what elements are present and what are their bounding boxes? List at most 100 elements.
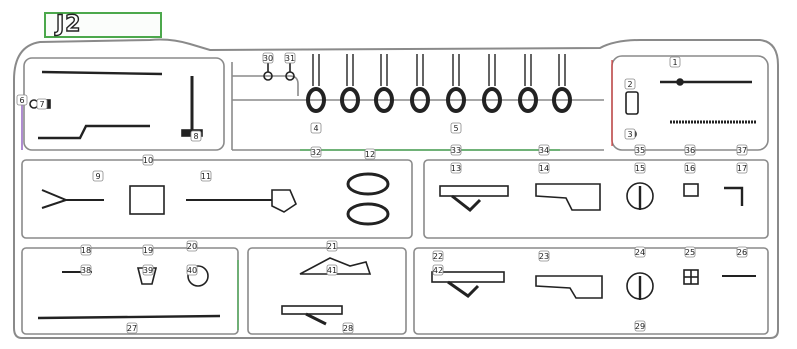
track-link-2-icon	[281, 305, 343, 315]
long-rod-2-icon	[37, 314, 221, 320]
number-tab: 32	[310, 146, 322, 158]
shovel-icon	[271, 189, 297, 213]
number-tab: 8	[190, 130, 202, 142]
number-tab-label: 32	[311, 148, 321, 157]
number-tab-label: 39	[143, 266, 153, 275]
l-bracket-icon	[724, 186, 744, 206]
number-tab: 10	[142, 154, 154, 166]
towing-eye-icon	[346, 202, 390, 226]
number-tab-label: 35	[635, 146, 645, 155]
number-tab: 28	[342, 322, 354, 334]
number-tab: 36	[684, 144, 696, 156]
number-tab: 11	[200, 170, 212, 182]
number-tab: 6	[16, 94, 28, 106]
number-tab: 3	[624, 128, 636, 140]
runner-mid-right	[423, 159, 769, 239]
number-tab: 9	[92, 170, 104, 182]
number-tab: 16	[684, 162, 696, 174]
number-tab: 39	[142, 264, 154, 276]
number-tab-label: 22	[433, 252, 443, 261]
number-tab-label: 16	[685, 164, 695, 173]
runner-mid-left	[21, 159, 413, 239]
bottom-mid-parts	[281, 257, 372, 326]
shackle-icon	[374, 54, 394, 113]
number-tab: 27	[126, 322, 138, 334]
shackle-icon	[518, 54, 538, 113]
number-tab-label: 2	[627, 80, 632, 89]
number-tab-label: 7	[39, 100, 44, 109]
number-tab: 14	[538, 162, 550, 174]
number-tab-label: 36	[685, 146, 695, 155]
number-tab-label: 11	[201, 172, 211, 181]
track-link-3-icon	[431, 271, 505, 283]
top-left-parts	[29, 70, 203, 140]
number-tab-label: 34	[539, 146, 549, 155]
towing-eye-icon	[346, 172, 390, 196]
number-tab-label: 40	[187, 266, 197, 275]
box-icon	[683, 183, 699, 197]
number-tab: 35	[634, 144, 646, 156]
number-tab-label: 10	[143, 156, 153, 165]
track-link-pin-icon	[451, 194, 482, 212]
bracket-3-icon	[535, 275, 603, 299]
runner-bottom-left	[21, 247, 239, 335]
number-tab-label: 24	[635, 248, 645, 257]
number-tab: 31	[284, 52, 296, 64]
hook-rod-icon	[38, 124, 150, 140]
bracket-2-icon	[299, 257, 372, 275]
shackle-icon	[552, 54, 572, 113]
number-tab-label: 30	[263, 54, 273, 63]
number-tab: 17	[736, 162, 748, 174]
shackle-icon	[410, 54, 430, 113]
number-tab-label: 31	[285, 54, 295, 63]
number-tab: 41	[326, 264, 338, 276]
jack-icon	[625, 91, 639, 115]
number-tab: 1	[669, 56, 681, 68]
crate-icon	[129, 185, 165, 215]
number-tab: 13	[450, 162, 462, 174]
shackle-icon	[482, 54, 502, 113]
number-tab: 5	[450, 122, 462, 134]
sprue-tag: J2	[44, 11, 162, 38]
number-tab: 40	[186, 264, 198, 276]
number-tab-label: 15	[635, 164, 645, 173]
number-tab-label: 21	[327, 242, 337, 251]
number-tab-label: 38	[81, 266, 91, 275]
top-right-parts	[625, 78, 756, 139]
number-tab: 24	[634, 246, 646, 258]
number-tab: 29	[634, 320, 646, 332]
tongs-icon	[41, 189, 104, 209]
number-tab: 37	[736, 144, 748, 156]
runner-strip-notch	[232, 75, 299, 96]
number-tab: 7	[36, 98, 48, 110]
number-tab: 26	[736, 246, 748, 258]
number-tab-label: 3	[627, 130, 632, 139]
mid-left-parts	[41, 172, 390, 226]
bracket-icon	[535, 183, 601, 211]
number-tab-label: 28	[343, 324, 353, 333]
bottom-right-parts	[431, 269, 756, 300]
accent-runner-lines	[21, 60, 613, 330]
sprue-outer-frame	[13, 38, 779, 339]
spanner-head-icon	[676, 78, 684, 86]
track-link-icon	[439, 185, 509, 197]
number-tab-label: 33	[451, 146, 461, 155]
number-tab-label: 5	[453, 124, 458, 133]
tow-shackle-row	[306, 54, 572, 113]
number-tab: 34	[538, 144, 550, 156]
number-tab-label: 19	[143, 246, 153, 255]
number-tab: 18	[80, 244, 92, 256]
number-tab: 38	[80, 264, 92, 276]
number-tab-label: 42	[433, 266, 443, 275]
sprue-tag-label: J2	[55, 11, 82, 37]
number-tab: 21	[326, 240, 338, 252]
number-tab: 12	[364, 148, 376, 160]
runner-bottom-right	[413, 247, 769, 335]
number-tab-label: 1	[672, 58, 677, 67]
number-tab-label: 26	[737, 248, 747, 257]
number-tab: 19	[142, 244, 154, 256]
long-rod-icon	[41, 70, 163, 76]
number-tab: 22	[432, 250, 444, 262]
